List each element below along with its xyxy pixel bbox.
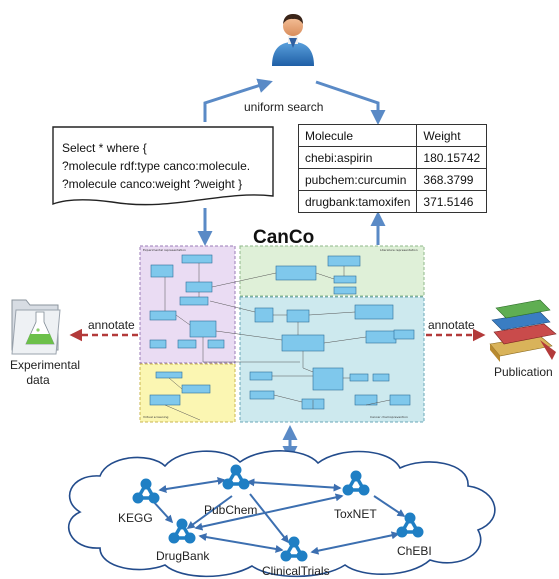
toxnet-node-icon (342, 470, 370, 496)
kegg-node-icon (132, 478, 160, 504)
table-header-row: Molecule Weight (297, 124, 488, 147)
drugbank-node-icon (168, 518, 196, 544)
molecule-cell: pubchem:curcumin (297, 168, 418, 191)
pubchem-label: PubChem (204, 503, 258, 517)
search-arrow-right (315, 80, 386, 125)
search-arrow-left (203, 78, 273, 122)
weight-cell: 180.15742 (416, 146, 488, 169)
uniform-search-label: uniform search (244, 100, 324, 114)
experimental-data-icon (11, 299, 61, 355)
weight-cell: 371.5146 (416, 190, 488, 213)
publication-label: Publication (494, 365, 553, 379)
clinicaltrials-label: ClinicalTrials (262, 564, 330, 578)
table-row: drugbank:tamoxifen 371.5146 (297, 190, 488, 213)
experimental-data-line-1: Experimental (10, 358, 81, 372)
cancer-region-label: Cancer chemoprevention (370, 415, 408, 419)
cloud-links (151, 477, 406, 555)
table-row: pubchem:curcumin 368.3799 (297, 168, 488, 191)
literature-region-label: Literature representation (380, 248, 418, 252)
user-icon (272, 14, 314, 66)
virtual-region-label: Virtual screening (143, 415, 168, 419)
molecule-cell: chebi:aspirin (297, 146, 418, 169)
table-row: chebi:aspirin 180.15742 (297, 146, 488, 169)
chebi-label: ChEBI (397, 544, 432, 558)
query-line-3: ?molecule canco:weight ?weight } (62, 177, 243, 191)
result-table: Molecule Weight chebi:aspirin 180.15742 … (297, 124, 488, 213)
clinicaltrials-node-icon (280, 536, 308, 562)
drugbank-label: DrugBank (156, 549, 210, 563)
weight-cell: 368.3799 (416, 168, 488, 191)
toxnet-label: ToxNET (334, 507, 377, 521)
literature-region (239, 245, 425, 297)
experimental-data-label: Experimental data (10, 358, 81, 388)
chebi-node-icon (396, 512, 424, 538)
canco-title: CanCo (253, 227, 315, 248)
pubchem-node-icon (222, 464, 250, 490)
sparql-query-box: Select * where { ?molecule rdf:type canc… (52, 126, 274, 208)
column-header: Molecule (297, 124, 418, 147)
annotate-left-label: annotate (88, 318, 135, 332)
experimental-region-label: Experimental representation (143, 248, 186, 252)
ontology-relations (164, 263, 391, 421)
annotate-right-label: annotate (428, 318, 475, 332)
publication-icon (489, 299, 557, 362)
kegg-label: KEGG (118, 511, 153, 525)
molecule-cell: drugbank:tamoxifen (297, 190, 418, 213)
experimental-data-line-2: data (26, 373, 50, 387)
column-header: Weight (416, 124, 488, 147)
query-line-1: Select * where { (62, 141, 147, 155)
query-line-2: ?molecule rdf:type canco:molecule. (62, 159, 251, 173)
